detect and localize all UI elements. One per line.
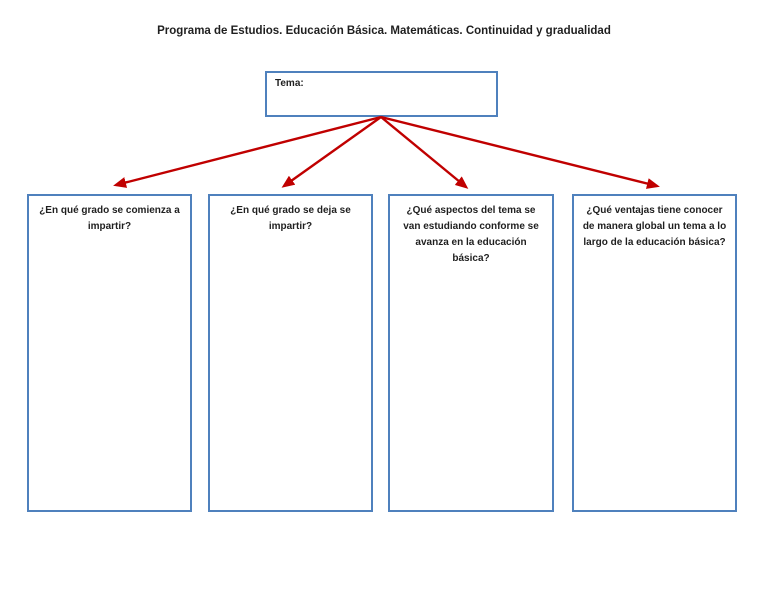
arrow-to-box-2 — [281, 116, 382, 188]
question-box-4[interactable]: ¿Qué ventajas tiene conocer de manera gl… — [572, 194, 737, 512]
arrow-to-box-3 — [380, 116, 469, 189]
question-box-1[interactable]: ¿En qué grado se comienza a impartir? — [27, 194, 192, 512]
question-box-4-label: ¿Qué ventajas tiene conocer de manera gl… — [582, 205, 727, 248]
tema-label: Tema: — [275, 78, 304, 89]
question-box-2-label: ¿En qué grado se deja se impartir? — [230, 205, 351, 232]
question-box-3-label: ¿Qué aspectos del tema se van estudiando… — [403, 205, 539, 264]
tema-input-box[interactable]: Tema: — [265, 71, 498, 117]
page-title: Programa de Estudios. Educación Básica. … — [157, 25, 611, 37]
question-box-3[interactable]: ¿Qué aspectos del tema se van estudiando… — [388, 194, 554, 512]
question-box-1-label: ¿En qué grado se comienza a impartir? — [39, 205, 180, 232]
arrow-to-box-4 — [380, 115, 660, 189]
arrow-to-box-1 — [113, 115, 382, 188]
question-box-2[interactable]: ¿En qué grado se deja se impartir? — [208, 194, 373, 512]
